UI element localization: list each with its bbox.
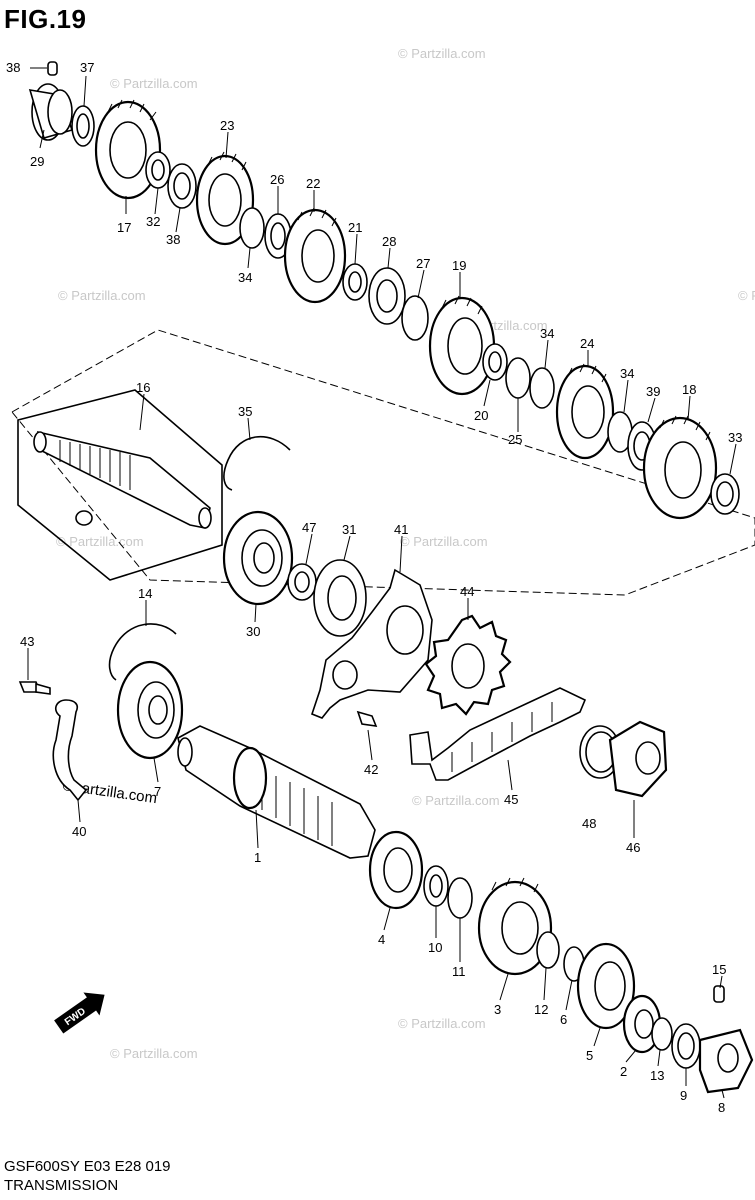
callout-13: 13	[650, 1068, 664, 1083]
part-13-washer	[651, 1017, 673, 1051]
callout-30: 30	[246, 624, 260, 639]
callout-10: 10	[428, 940, 442, 955]
callout-7: 7	[154, 784, 161, 799]
callout-42: 42	[364, 762, 378, 777]
part-40-retainer	[52, 699, 88, 802]
callout-45: 45	[504, 792, 518, 807]
callout-labels: 38 37 29 17 32 38 23 26 22 34 21 28 27 1…	[6, 60, 742, 1115]
callout-48: 48	[582, 816, 596, 831]
callout-47: 47	[302, 520, 316, 535]
callout-25: 25	[508, 432, 522, 447]
callout-27: 27	[416, 256, 430, 271]
watermark-text: © Partzilla.com	[110, 1046, 198, 1061]
watermark-text: © Partzilla.com	[400, 534, 488, 549]
watermark-group: © Partzilla.com © Partzilla.com © Partzi…	[56, 46, 755, 1061]
watermark-text: © Partzilla.com	[412, 793, 500, 808]
callout-20: 20	[474, 408, 488, 423]
callout-31: 31	[342, 522, 356, 537]
part-25-washer	[505, 357, 531, 399]
callout-21: 21	[348, 220, 362, 235]
subassembly-boundary	[11, 329, 755, 596]
callout-46: 46	[626, 840, 640, 855]
part-34-circlip	[529, 367, 555, 409]
model-code: GSF600SY E03 E28 019	[4, 1158, 171, 1175]
callout-44: 44	[460, 584, 474, 599]
part-27-circlip	[401, 295, 429, 341]
callout-5: 5	[586, 1048, 593, 1063]
callout-8: 8	[718, 1100, 725, 1115]
watermark-text: © Partzilla.com	[58, 288, 146, 303]
countershaft-inset	[17, 389, 223, 581]
callout-26: 26	[270, 172, 284, 187]
callout-2: 2	[620, 1064, 627, 1079]
figure-title: FIG.19	[4, 4, 87, 34]
leader-lines	[27, 67, 737, 1099]
callout-17: 17	[117, 220, 131, 235]
callout-28: 28	[382, 234, 396, 249]
callout-19: 19	[452, 258, 466, 273]
part-36-pin	[47, 61, 58, 76]
callout-34: 34	[540, 326, 554, 341]
countershaft-parts	[28, 61, 740, 520]
watermark-text: © Partzilla.com	[738, 288, 755, 303]
callout-35: 35	[238, 404, 252, 419]
part-45-chain	[409, 687, 587, 781]
callout-18: 18	[682, 382, 696, 397]
callout-32: 32	[146, 214, 160, 229]
part-11-circlip	[447, 877, 473, 919]
callout-12: 12	[534, 1002, 548, 1017]
callout-39: 39	[646, 384, 660, 399]
part-14-circlip	[108, 623, 177, 681]
callout-6: 6	[560, 1012, 567, 1027]
callout-1: 1	[254, 850, 261, 865]
callout-40: 40	[72, 824, 86, 839]
callout-33: 33	[728, 430, 742, 445]
part-16-countershaft	[37, 430, 211, 529]
callout-4: 4	[378, 932, 385, 947]
part-12-washer	[536, 931, 560, 969]
drive-parts	[18, 436, 668, 802]
callout-36: 38	[6, 60, 20, 75]
part-35-circlip	[223, 436, 291, 491]
callout-9: 9	[680, 1088, 687, 1103]
callout-38: 38	[166, 232, 180, 247]
watermark-text: © Partzilla.com	[398, 46, 486, 61]
watermark-text: © Partzilla.com	[398, 1016, 486, 1031]
callout-34: 34	[238, 270, 252, 285]
callout-23: 23	[220, 118, 234, 133]
callout-29: 29	[30, 154, 44, 169]
fwd-arrow-icon: FWD	[54, 992, 105, 1034]
callout-14: 14	[138, 586, 152, 601]
callout-41: 41	[394, 522, 408, 537]
callout-22: 22	[306, 176, 320, 191]
callout-24: 24	[580, 336, 594, 351]
part-34-circlip	[239, 207, 265, 249]
callout-11: 11	[452, 964, 466, 979]
callout-15: 15	[712, 962, 726, 977]
section-name: TRANSMISSION	[4, 1177, 119, 1194]
callout-16: 16	[136, 380, 150, 395]
driveshaft-parts	[177, 725, 754, 1094]
part-42-bolt	[356, 710, 378, 727]
callout-37: 37	[80, 60, 94, 75]
callout-43: 43	[20, 634, 34, 649]
part-15-pin	[713, 985, 725, 1003]
watermark-text: © Partzilla.com	[110, 76, 198, 91]
callout-34: 34	[620, 366, 634, 381]
callout-3: 3	[494, 1002, 501, 1017]
